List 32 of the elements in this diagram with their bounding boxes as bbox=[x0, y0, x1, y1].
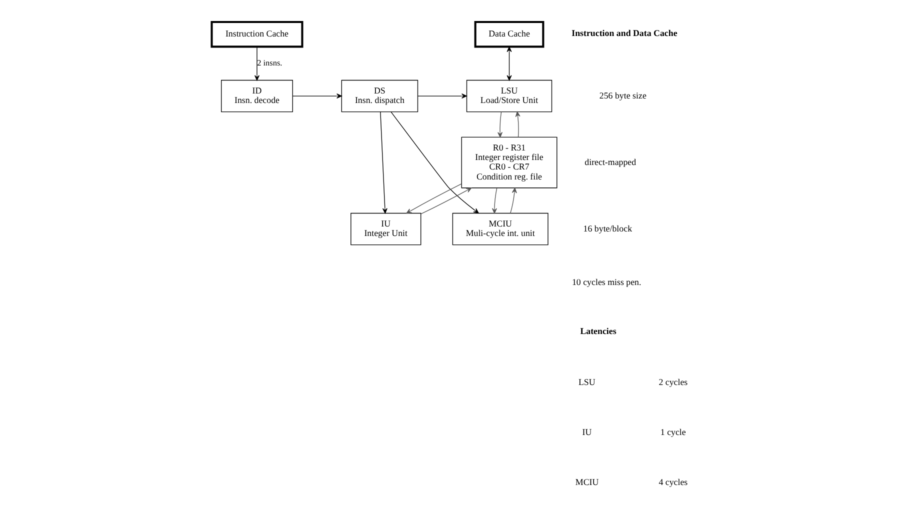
arrow bbox=[292, 94, 342, 99]
label: 16 byte/block bbox=[582, 223, 632, 234]
label: 256 byte size bbox=[598, 90, 646, 100]
arrow bbox=[497, 111, 502, 138]
node-box: DS Insn. dispatch bbox=[340, 80, 418, 112]
label: MCIU bbox=[574, 476, 598, 487]
arrow bbox=[514, 111, 520, 138]
label: 4 cycles bbox=[658, 476, 688, 487]
label: Instruction and Data Cache bbox=[571, 28, 677, 38]
label: LSU bbox=[578, 376, 595, 387]
node-box: IU Integer Unit bbox=[350, 212, 421, 246]
arrow bbox=[506, 46, 512, 81]
node-box: LSU Load/Store Unit bbox=[466, 80, 552, 112]
node-box: Data Cache bbox=[474, 20, 544, 48]
arrow bbox=[420, 188, 472, 214]
label: 2 cycles bbox=[658, 376, 688, 387]
label: 1 cycle bbox=[660, 426, 686, 437]
node-box: ID Insn. decode bbox=[220, 80, 292, 112]
node-box: R0 - R31 Integer register file CR0 - CR7 Condition reg. file bbox=[460, 136, 557, 188]
label: direct-mapped bbox=[584, 156, 636, 167]
label: IU bbox=[582, 426, 592, 437]
node-box: Instruction Cache bbox=[210, 20, 303, 48]
arrow bbox=[380, 111, 387, 214]
arrow bbox=[491, 188, 497, 214]
arrow bbox=[254, 46, 259, 81]
arrow bbox=[417, 94, 466, 99]
node-box: MCIU Muli-cycle int. unit bbox=[452, 212, 548, 246]
arrow bbox=[406, 183, 462, 214]
arrow bbox=[390, 112, 478, 214]
label: 10 cycles miss pen. bbox=[571, 276, 641, 287]
label: Latencies bbox=[580, 326, 616, 336]
arrow bbox=[510, 188, 516, 214]
